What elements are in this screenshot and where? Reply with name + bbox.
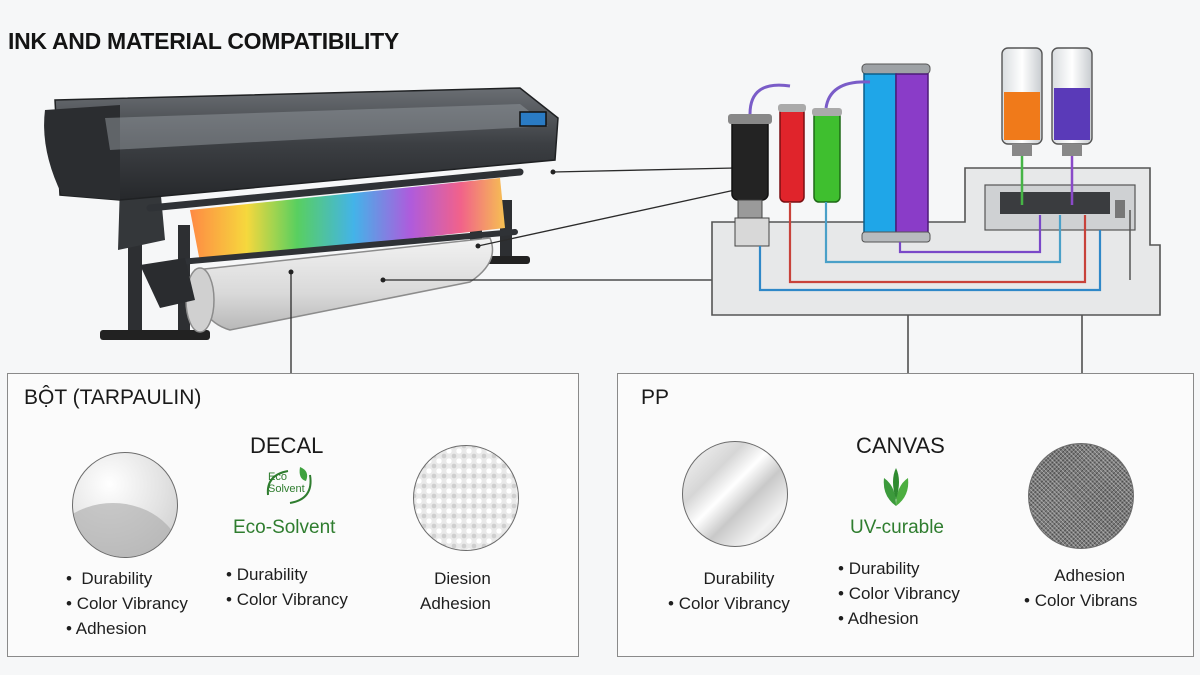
badge-text-solvent: Solvent [268, 483, 305, 495]
list-uv-curable-properties: • Durability • Color Vibrancy • Adhesion [838, 556, 960, 631]
list-item: Diesion [434, 569, 491, 588]
list-item: • Color Vibrancy [226, 590, 348, 609]
badge-text-eco: Eco [268, 471, 287, 483]
ink-cartridge-black [731, 117, 769, 201]
printer-foot [100, 330, 210, 340]
list-item: Adhesion [1054, 566, 1126, 585]
ink-label-eco-solvent: Eco-Solvent [233, 517, 336, 538]
ink-cartridge-red [779, 107, 805, 203]
list-canvas-properties: Adhesion • Color Vibrans [1024, 563, 1137, 613]
swatch-decal [413, 445, 519, 551]
list-item: • Durability [226, 565, 308, 584]
swatch-canvas [1028, 443, 1134, 549]
printer [44, 87, 559, 340]
page-title: INK AND MATERIAL COMPATIBILITY [8, 28, 399, 54]
heading-pp: PP [641, 386, 670, 409]
list-eco-solvent-properties: • Durability • Color Vibrancy [226, 562, 348, 612]
heading-canvas: CANVAS [856, 433, 945, 458]
ink-system [711, 47, 1161, 316]
list-item: • Color Vibrancy [66, 594, 188, 613]
list-item: Durability [703, 569, 775, 588]
list-pp-properties: Durability • Color Vibrancy [668, 566, 790, 616]
eco-solvent-badge: Eco Solvent [262, 465, 316, 507]
printer-screen [519, 111, 547, 127]
ink-tank-cyan [863, 73, 897, 235]
ink-label-uv-curable: UV-curable [850, 517, 944, 538]
printer-leg [128, 225, 142, 335]
list-decal-properties: Diesion Adhesion [420, 566, 491, 616]
list-item: • Durability [66, 569, 153, 588]
list-item: • Adhesion [838, 609, 919, 628]
swatch-pp [682, 441, 788, 547]
uv-curable-badge [876, 466, 916, 508]
list-item: • Adhesion [66, 619, 147, 638]
ink-tank-orange [1004, 92, 1040, 140]
ink-cartridge-green [813, 111, 841, 203]
swatch-tarpaulin [72, 452, 178, 558]
printed-banner [190, 178, 505, 262]
heading-tarpaulin: BỘT (TARPAULIN) [24, 386, 202, 409]
list-tarpaulin-properties: • Durability • Color Vibrancy • Adhesion [66, 566, 188, 641]
list-item: • Color Vibrancy [838, 584, 960, 603]
leaf-icon [266, 467, 312, 504]
leaves-icon [883, 468, 909, 506]
list-item: • Color Vibrancy [668, 594, 790, 613]
heading-decal: DECAL [250, 433, 324, 458]
ink-tank-violet [1054, 88, 1090, 140]
ink-tank-purple [895, 73, 929, 235]
list-item: • Durability [838, 559, 920, 578]
list-item: Adhesion [420, 594, 491, 613]
list-item: • Color Vibrans [1024, 591, 1138, 610]
